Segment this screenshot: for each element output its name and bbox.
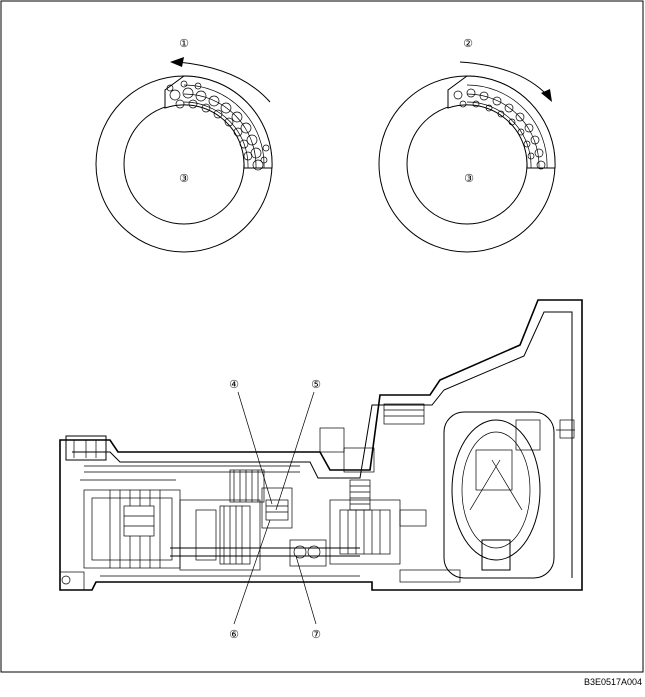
callout-3-left: ③ bbox=[179, 173, 189, 185]
callout-2: ② bbox=[463, 38, 473, 50]
figure-code: B3E0517A004 bbox=[584, 677, 642, 687]
figure-border bbox=[0, 0, 644, 673]
transmission-cross-section bbox=[59, 299, 583, 591]
one-way-clutch-section bbox=[261, 487, 327, 567]
rotation-arrow-ccw bbox=[177, 61, 271, 103]
callout-1: ① bbox=[179, 38, 189, 50]
rotation-arrow-cw bbox=[459, 61, 549, 97]
oil-pan bbox=[59, 569, 461, 591]
planetary-gear-set bbox=[179, 469, 265, 571]
valve-body bbox=[319, 403, 425, 511]
callout-6: ⑥ bbox=[229, 629, 239, 641]
arrow-head-right bbox=[541, 89, 552, 102]
one-way-clutch-left bbox=[95, 57, 273, 253]
rollers-left bbox=[164, 75, 273, 171]
leader-lines bbox=[233, 391, 317, 625]
callout-4: ④ bbox=[229, 379, 239, 391]
rollers-right bbox=[447, 75, 556, 170]
arrow-head-left bbox=[170, 57, 184, 67]
clutch-pack-left bbox=[83, 489, 181, 569]
callout-7: ⑦ bbox=[311, 629, 321, 641]
callout-5: ⑤ bbox=[311, 379, 321, 391]
callout-3-right: ③ bbox=[464, 173, 474, 185]
differential bbox=[443, 411, 575, 579]
one-way-clutch-right bbox=[378, 61, 556, 253]
clutch-drum-right bbox=[329, 499, 427, 565]
